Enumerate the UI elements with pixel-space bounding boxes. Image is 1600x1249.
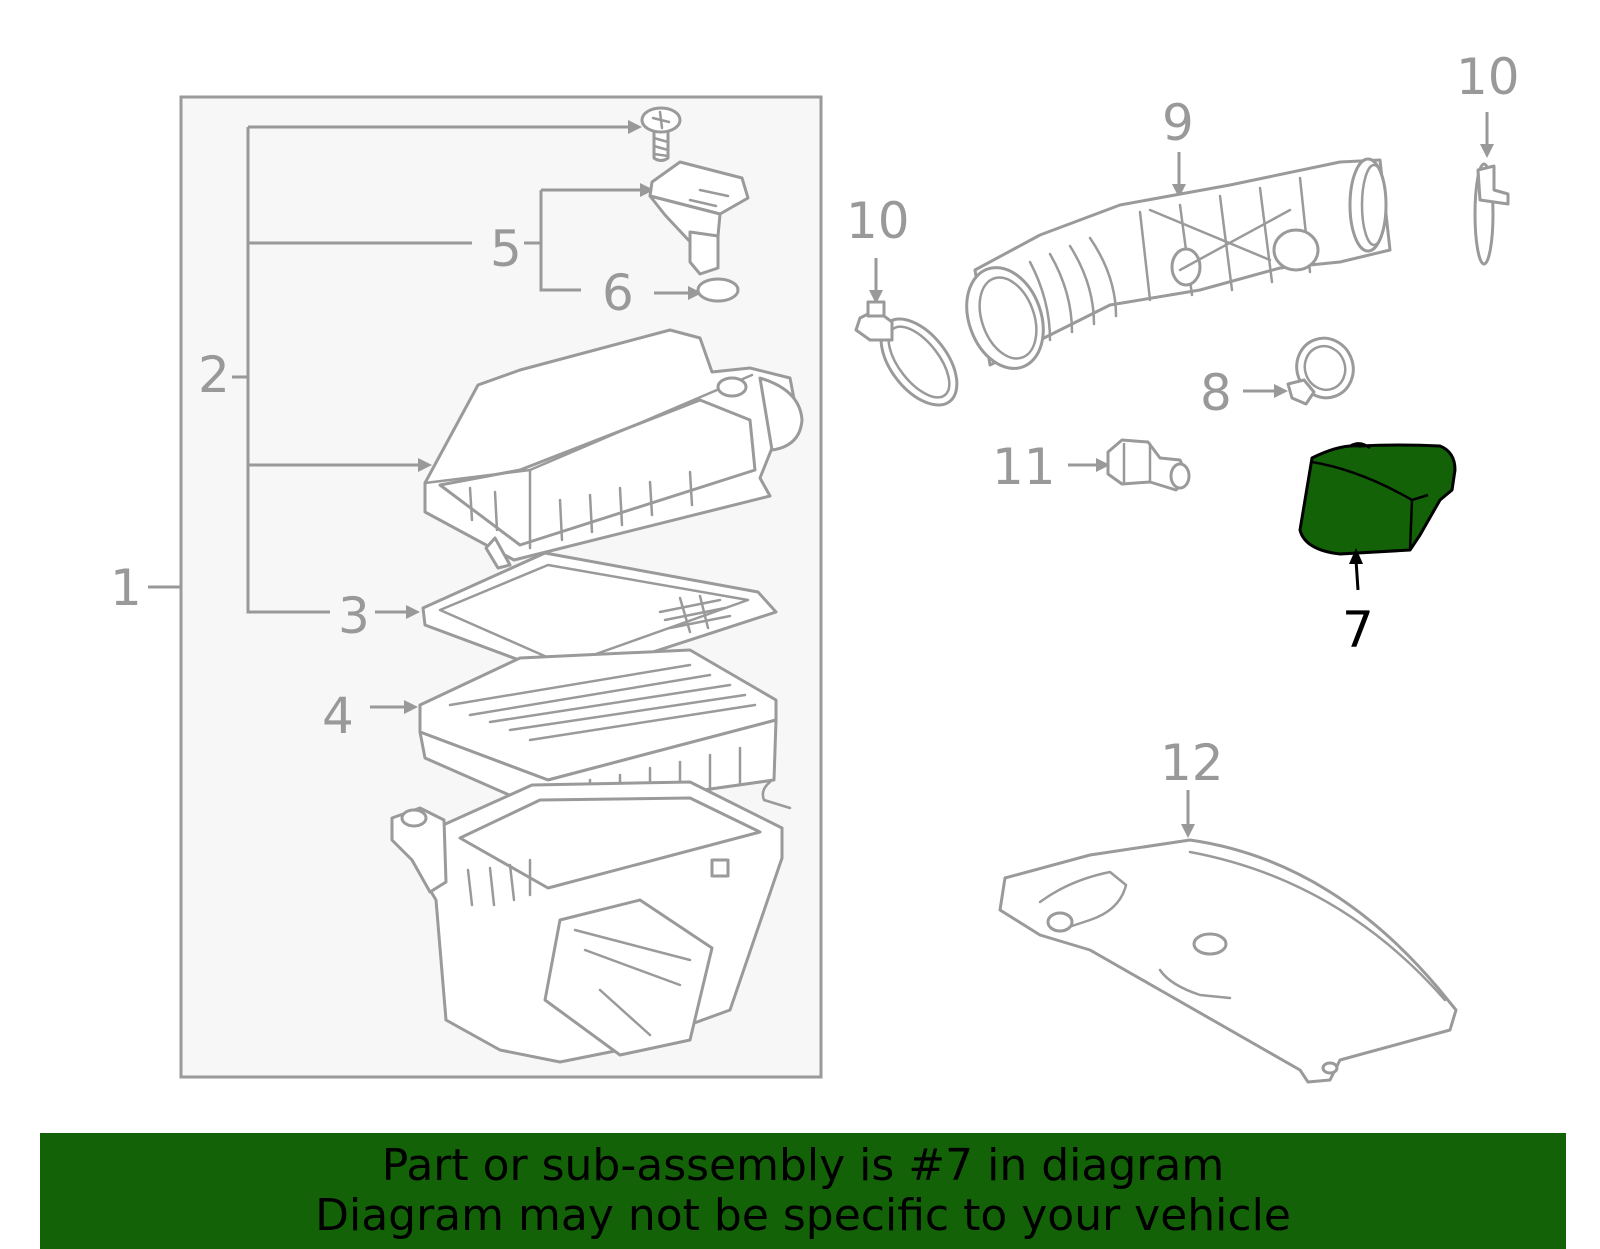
clamp-part-10-left	[854, 258, 959, 407]
info-banner: Part or sub-assembly is #7 in diagram Di…	[40, 1133, 1566, 1249]
callout-10-right: 10	[1456, 48, 1520, 106]
callout-9: 9	[1162, 94, 1194, 152]
air-cleaner-cap-part	[423, 328, 804, 570]
callout-6: 6	[602, 264, 634, 322]
leader-line-4	[370, 700, 418, 714]
leader-lines-2	[232, 120, 642, 619]
callout-3: 3	[338, 587, 370, 645]
gasket-part	[421, 551, 778, 681]
callout-5: 5	[490, 220, 522, 278]
callout-11: 11	[992, 438, 1056, 496]
airflow-sensor-part	[648, 160, 750, 276]
banner-line-1: Part or sub-assembly is #7 in diagram	[381, 1140, 1225, 1191]
callout-8: 8	[1200, 364, 1232, 422]
o-ring-part	[696, 277, 740, 303]
clamp-part-10-right	[1473, 112, 1510, 266]
highlighted-part-7	[1298, 442, 1457, 591]
clamp-part-8	[1243, 336, 1355, 406]
fitting-part-11	[1068, 438, 1191, 492]
callout-1: 1	[110, 559, 142, 617]
banner-line-2: Diagram may not be specific to your vehi…	[315, 1190, 1291, 1241]
intake-hose-part	[965, 152, 1392, 370]
callout-2: 2	[198, 346, 230, 404]
cover-part-12	[998, 790, 1458, 1084]
air-cleaner-case-part	[390, 780, 792, 1064]
callout-4: 4	[322, 687, 354, 745]
callout-12: 12	[1160, 734, 1224, 792]
callout-10-left: 10	[846, 192, 910, 250]
leader-lines-5	[524, 183, 702, 300]
callout-7: 7	[1342, 601, 1374, 659]
screw-part	[640, 106, 682, 162]
